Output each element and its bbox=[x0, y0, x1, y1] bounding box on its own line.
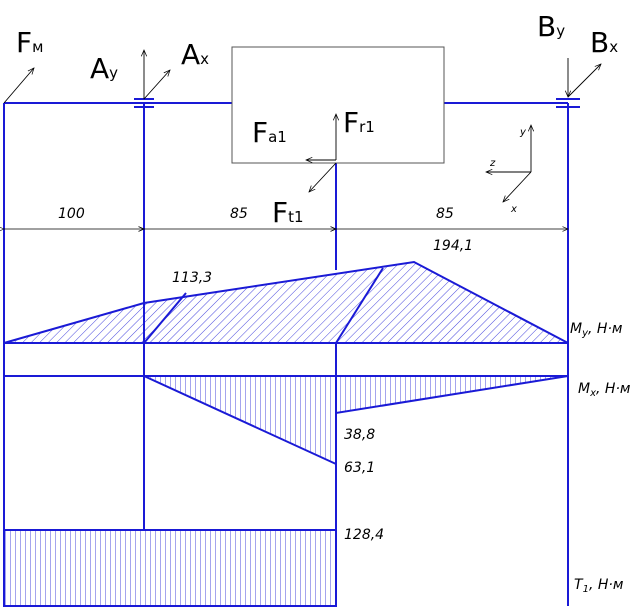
my-moment-diagram bbox=[3, 260, 569, 344]
label-ay: Ay bbox=[90, 52, 118, 85]
label-fa1: Fa1 bbox=[252, 116, 287, 149]
value-mx-1: 38,8 bbox=[344, 427, 375, 443]
label-by: By bbox=[537, 10, 565, 43]
my-section-line bbox=[143, 292, 187, 344]
axis-x-label: x bbox=[510, 204, 517, 215]
dimension-100: 100 bbox=[58, 206, 85, 222]
label-my: My, Н·м bbox=[570, 321, 623, 339]
label-fr1: Fr1 bbox=[343, 106, 375, 139]
label-bx: Bx bbox=[590, 26, 618, 59]
label-mx: Mx, Н·м bbox=[578, 381, 631, 399]
value-t1: 128,4 bbox=[344, 527, 384, 543]
axis-y-label: y bbox=[519, 127, 527, 138]
torque-diagram bbox=[3, 529, 337, 607]
gear-body bbox=[231, 46, 445, 164]
label-t1: T1, Н·м bbox=[574, 577, 624, 595]
axis-z-label: z bbox=[489, 158, 496, 169]
value-mx-2: 63,1 bbox=[344, 460, 375, 476]
value-my-peak: 194,1 bbox=[433, 238, 473, 254]
label-ft1: Ft1 bbox=[272, 196, 304, 229]
value-my-a: 113,3 bbox=[172, 270, 212, 286]
dimension-85-right: 85 bbox=[436, 206, 454, 222]
force-arrows bbox=[3, 50, 601, 202]
label-ax: Ax bbox=[181, 38, 209, 71]
dimension-85-left: 85 bbox=[230, 206, 248, 222]
bearing-b bbox=[556, 98, 580, 108]
mx-moment-diagram-right bbox=[335, 375, 569, 415]
my-section-line-2 bbox=[335, 267, 384, 344]
mx-moment-diagram-left bbox=[143, 375, 337, 466]
label-fm: Fм bbox=[16, 26, 43, 59]
